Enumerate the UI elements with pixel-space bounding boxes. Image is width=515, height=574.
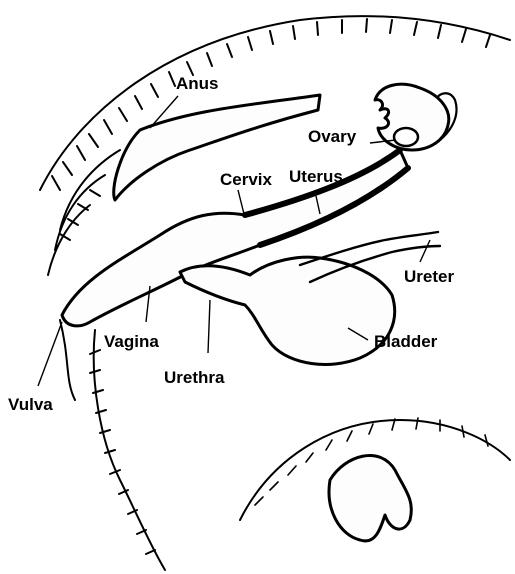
ovary (394, 128, 418, 146)
bladder-urethra (180, 257, 395, 364)
label-bladder: Bladder (374, 332, 438, 351)
label-anus: Anus (176, 74, 219, 93)
tail-region (240, 418, 510, 541)
label-ureter: Ureter (404, 267, 454, 286)
label-vagina: Vagina (104, 332, 159, 351)
label-cervix: Cervix (220, 170, 273, 189)
label-uterus: Uterus (289, 167, 343, 186)
label-vulva: Vulva (8, 395, 53, 414)
label-ovary: Ovary (308, 127, 357, 146)
label-urethra: Urethra (164, 368, 225, 387)
